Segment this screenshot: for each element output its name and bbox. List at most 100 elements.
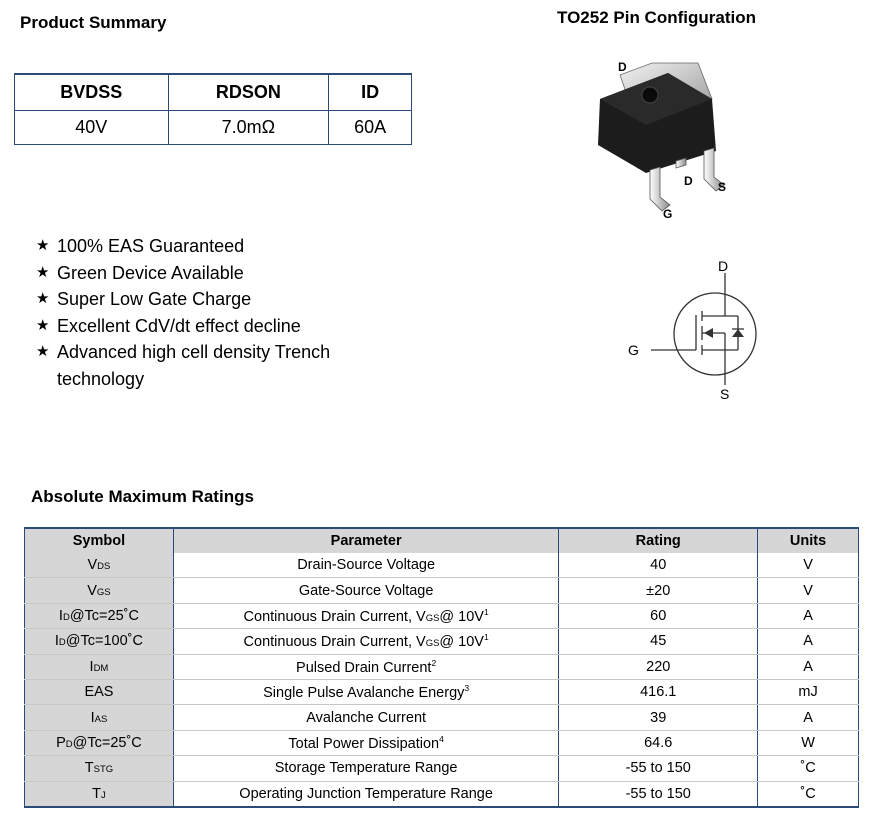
ratings-header-row: Symbol Parameter Rating Units (24, 527, 859, 553)
package-label-g: G (663, 207, 672, 221)
units-cell: mJ (757, 679, 859, 706)
symbol-cell: PD@Tc=25˚C (24, 730, 174, 757)
symbol-subscript: J (101, 789, 106, 801)
parameter-cell: Continuous Drain Current, VGS@ 10V1 (172, 603, 560, 630)
summary-value-bvdss: 40V (14, 110, 169, 145)
rating-cell: 45 (558, 628, 759, 655)
package-label-s: S (718, 180, 726, 194)
rating-cell: 40 (558, 553, 759, 579)
footnote-mark: 3 (464, 683, 470, 694)
star-icon: ★ (36, 237, 50, 254)
summary-value-rdson: 7.0mΩ (167, 110, 330, 145)
ratings-header-units: Units (757, 527, 859, 553)
symbol-label-g: G (628, 342, 639, 358)
symbol-cell: EAS (24, 679, 174, 706)
symbol-subscript: AS (94, 713, 108, 725)
table-row: ID@Tc=100˚C Continuous Drain Current, VGS… (24, 628, 859, 655)
package-label-d: D (684, 174, 693, 188)
parameter-cell: Single Pulse Avalanche Energy3 (172, 679, 560, 706)
symbol-main: I (90, 709, 95, 726)
symbol-cell: IDM (24, 654, 174, 680)
symbol-condition: @Tc=25˚C (72, 734, 142, 751)
star-icon: ★ (36, 316, 50, 334)
symbol-main: V (87, 557, 98, 574)
parameter-cell: Storage Temperature Range (172, 755, 560, 782)
parameter-cell: Gate-Source Voltage (172, 577, 560, 604)
parameter-condition: @ 10V (439, 634, 484, 651)
parameter-subscript: GS (425, 638, 440, 650)
absolute-maximum-ratings-heading: Absolute Maximum Ratings (31, 487, 254, 506)
symbol-cell: VDS (24, 553, 174, 579)
symbol-subscript: D (65, 738, 73, 750)
footnote-mark: 4 (439, 734, 444, 745)
parameter-cell: Operating Junction Temperature Range (172, 781, 560, 808)
body-diode-arrow (704, 328, 713, 338)
rating-cell: ±20 (558, 577, 759, 604)
rating-cell: 64.6 (558, 730, 759, 757)
symbol-cell: IAS (24, 704, 174, 731)
units-cell: V (757, 553, 859, 579)
parameter-text: Continuous Drain Current, V (243, 608, 426, 625)
symbol-label-s: S (720, 386, 729, 402)
pin-configuration-heading: TO252 Pin Configuration (557, 8, 756, 27)
feature-item: ★ Super Low Gate Charge (36, 286, 367, 313)
units-cell: A (757, 628, 859, 655)
ratings-header-symbol: Symbol (24, 527, 174, 553)
symbol-cell: ID@Tc=100˚C (24, 628, 174, 655)
footnote-mark: 1 (483, 607, 489, 618)
package-label-d-top: D (618, 60, 627, 74)
rating-cell: 220 (558, 654, 759, 680)
mosfet-schematic-symbol: D G S (628, 258, 757, 402)
feature-item: ★ Advanced high cell density Trench tech… (36, 339, 367, 392)
ratings-header-rating: Rating (558, 527, 759, 553)
parameter-subscript: GS (425, 612, 440, 624)
symbol-condition: @Tc=100˚C (65, 633, 143, 650)
summary-header-bvdss: BVDSS (14, 73, 169, 111)
parameter-text: Storage Temperature Range (274, 760, 458, 777)
summary-header-id: ID (328, 73, 412, 111)
symbol-subscript: STG (93, 764, 114, 776)
parameter-cell: Total Power Dissipation4 (172, 730, 560, 757)
symbol-subscript: D (58, 637, 66, 649)
feature-list: ★ 100% EAS Guaranteed ★ Green Device Ava… (36, 233, 367, 393)
parameter-text: Total Power Dissipation (288, 735, 440, 752)
source-lead (703, 147, 725, 192)
parameter-cell: Pulsed Drain Current2 (172, 654, 560, 680)
summary-header-rdson: RDSON (167, 73, 330, 111)
product-summary-heading: Product Summary (20, 13, 167, 32)
product-summary-table: BVDSS RDSON ID 40V 7.0mΩ 60A (14, 73, 412, 145)
symbol-main: T (84, 760, 94, 777)
drain-lead-stub (675, 157, 687, 169)
symbol-cell: ID@Tc=25˚C (24, 603, 174, 630)
parameter-text: Drain-Source Voltage (297, 557, 436, 574)
ratings-header-parameter: Parameter (172, 527, 560, 553)
symbol-subscript: DS (97, 561, 111, 573)
symbol-cell: TJ (24, 781, 174, 808)
symbol-main: I (89, 658, 94, 675)
symbol-main: I (54, 633, 59, 650)
symbol-cell: VGS (24, 577, 174, 604)
units-cell: V (757, 577, 859, 604)
star-icon: ★ (36, 343, 50, 361)
rating-cell: -55 to 150 (558, 755, 759, 782)
symbol-circle (673, 292, 757, 376)
feature-text: Green Device Available (57, 262, 244, 283)
feature-item: ★ 100% EAS Guaranteed (36, 233, 367, 260)
feature-text: Super Low Gate Charge (57, 289, 252, 310)
symbol-cell: TSTG (24, 755, 174, 782)
feature-text: Advanced high cell density Trench techno… (57, 342, 331, 389)
to252-package-illustration: D D S G (598, 60, 726, 221)
parameter-text: Operating Junction Temperature Range (239, 785, 493, 802)
units-cell: A (757, 704, 859, 731)
footnote-mark: 2 (431, 657, 437, 668)
symbol-main: I (58, 607, 63, 624)
parameter-text: Continuous Drain Current, V (243, 634, 426, 651)
units-cell: W (757, 730, 859, 757)
symbol-main: T (92, 785, 101, 802)
